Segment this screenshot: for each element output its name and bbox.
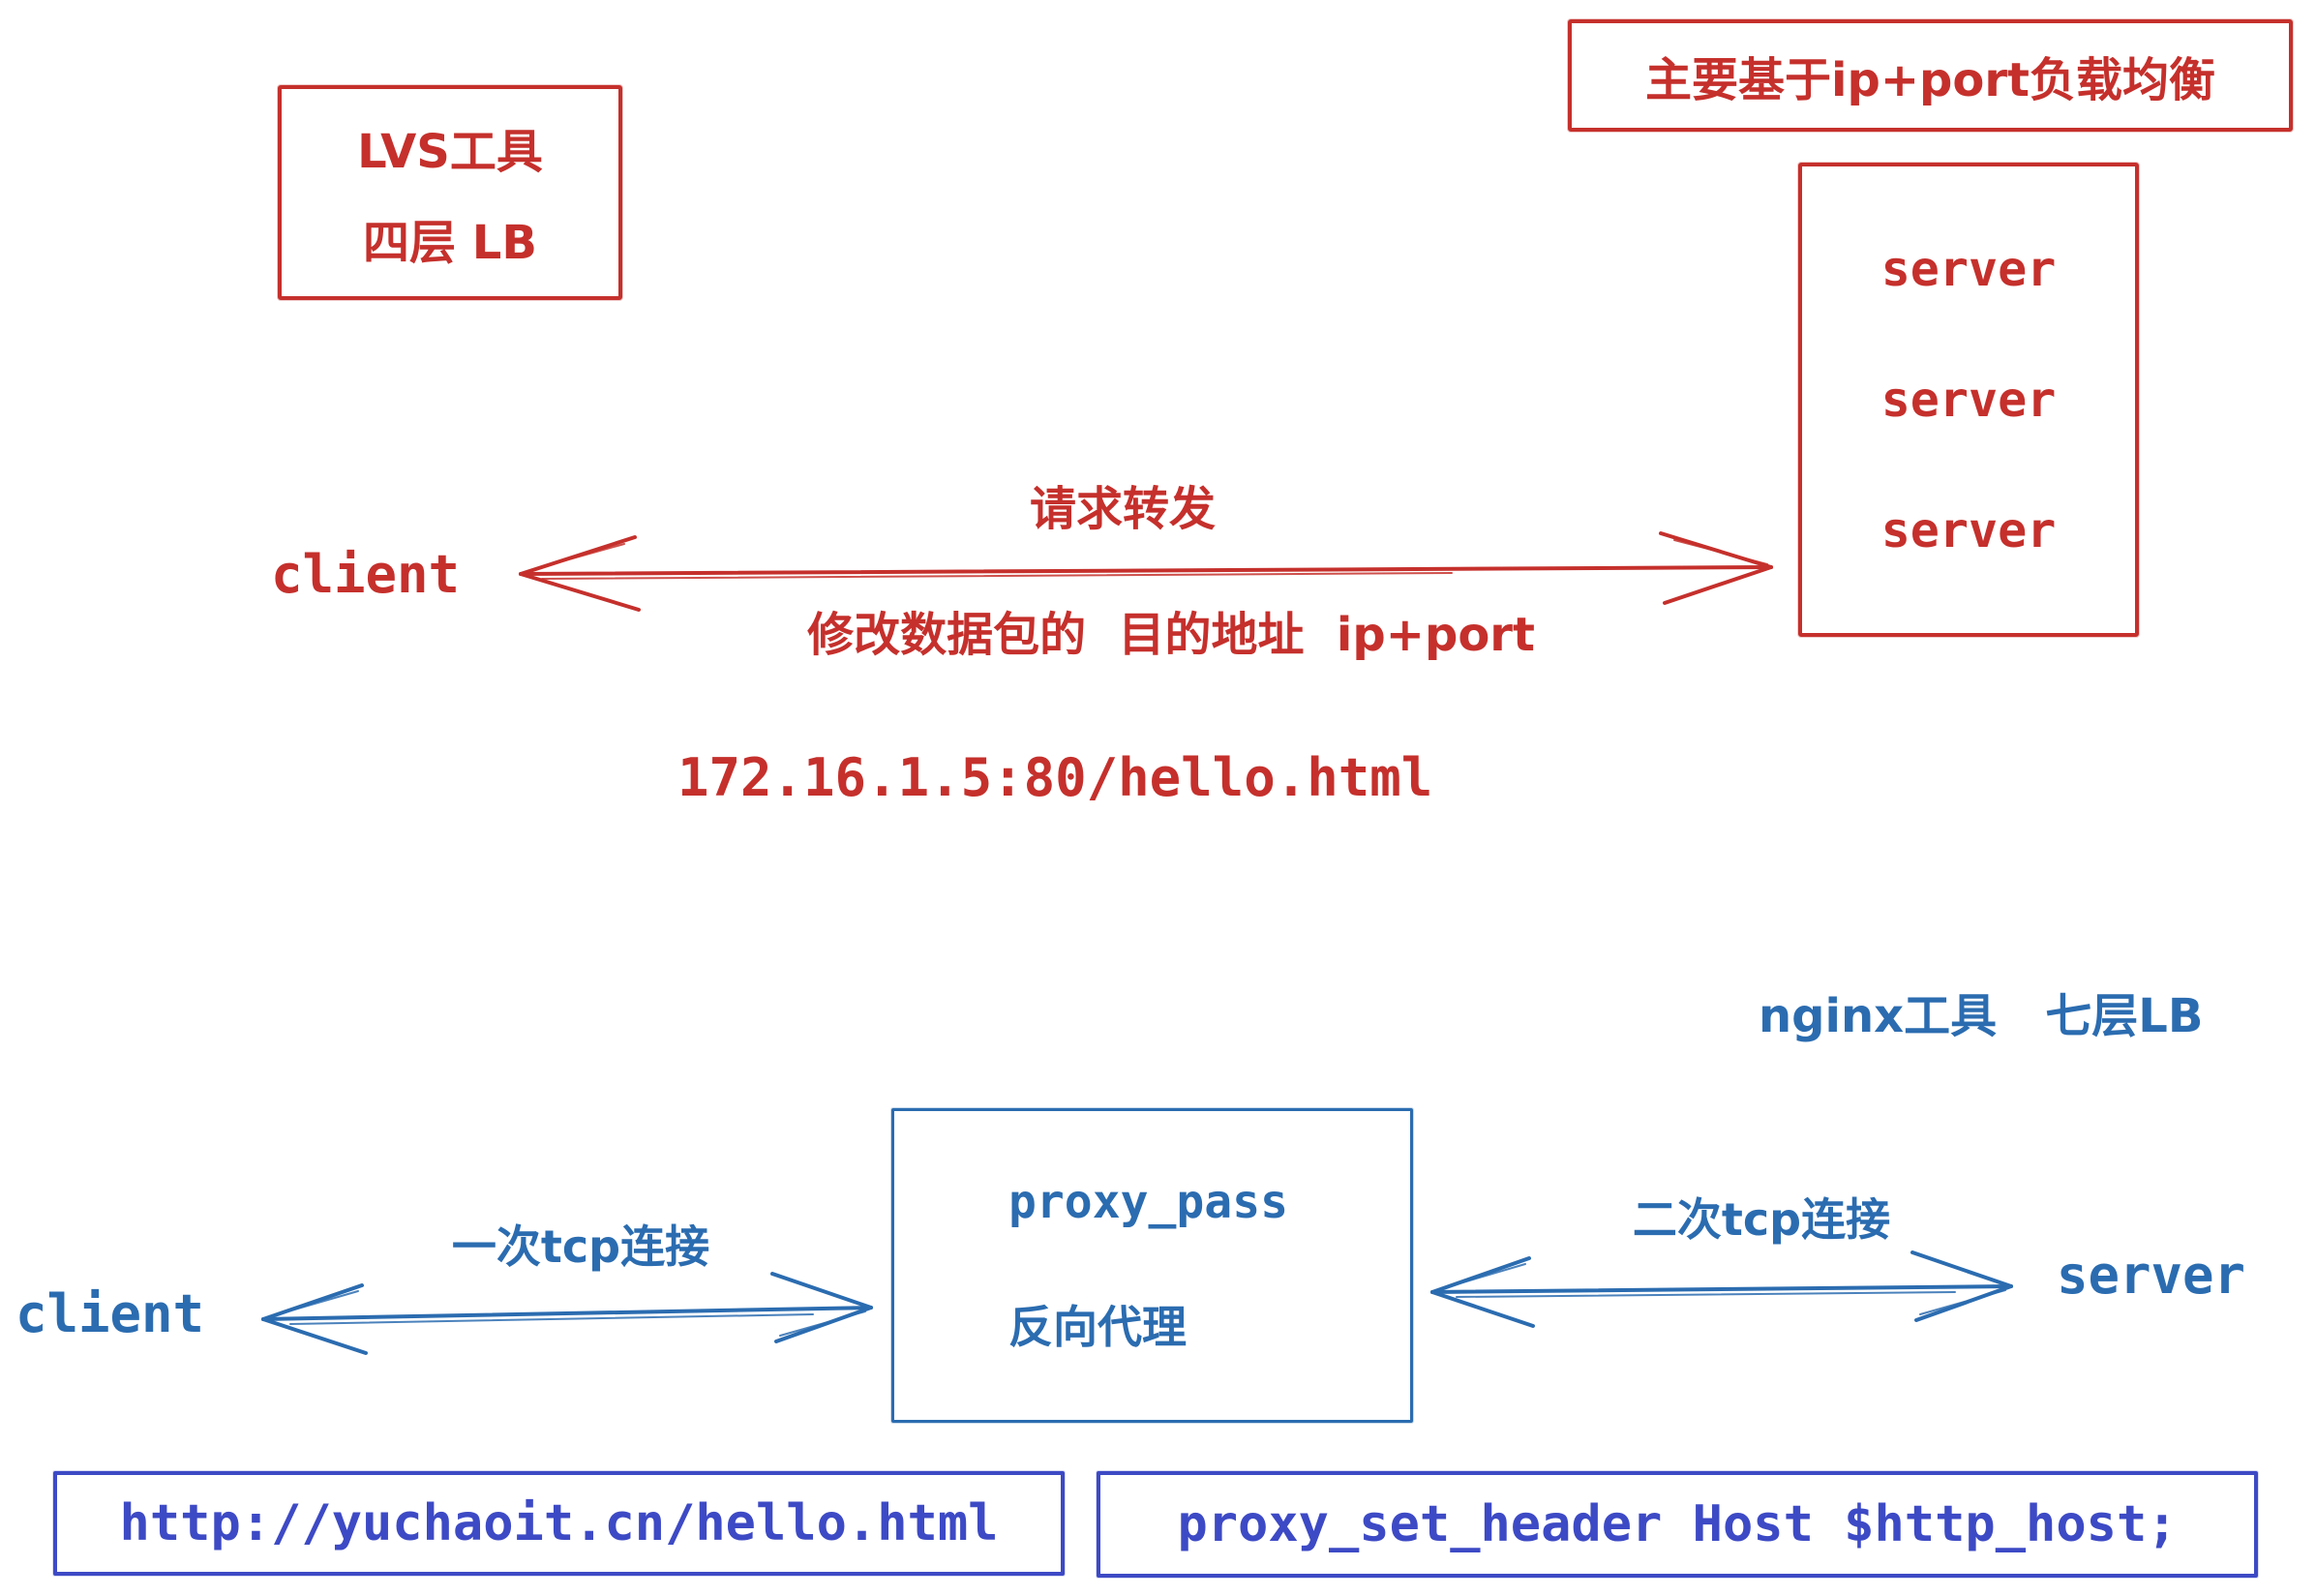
tcp-connection-arrow-2 (1430, 1250, 2013, 1328)
server-label: server (1880, 502, 2057, 558)
lvs-note-label: 主要基于ip+port负载均衡 (1645, 53, 2215, 107)
reverse-proxy-label: 反向代理 (1008, 1301, 1187, 1354)
tcp-connection-1-label: 一次tcp连接 (451, 1220, 710, 1273)
tcp-connection-arrow-1 (261, 1272, 873, 1355)
lvs-note-box: 主要基于ip+port负载均衡 (1568, 19, 2293, 132)
lvs-client-label: client (271, 544, 461, 605)
lvs-tool-label-line2: 四层 LB (363, 216, 537, 271)
server-label: server (1880, 241, 2057, 297)
nginx-title: nginx工具 七层LB (1759, 989, 2204, 1043)
modify-packet-label: 修改数据包的 目的地址 ip+port (807, 608, 1535, 662)
request-forward-label: 请求转发 (1029, 482, 1216, 536)
lvs-tool-label-line1: LVS工具 (357, 124, 543, 179)
proxy-pass-label: proxy_pass (1008, 1174, 1288, 1229)
lvs-request-url: 172.16.1.5:80/hello.html (677, 747, 1433, 808)
nginx-server-label: server (2057, 1245, 2246, 1306)
proxy-pass-box: proxy_pass 反向代理 (891, 1108, 1413, 1423)
proxy-config-box: proxy_set_header Host $http_host; (1097, 1471, 2258, 1578)
server-label: server (1880, 372, 2057, 428)
proxy-config-label: proxy_set_header Host $http_host; (1177, 1495, 2178, 1553)
nginx-client-label: client (15, 1283, 205, 1344)
client-url-label: http://yuchaoit.cn/hello.html (119, 1494, 999, 1552)
lvs-tool-box: LVS工具 四层 LB (278, 85, 622, 300)
client-url-box: http://yuchaoit.cn/hello.html (53, 1471, 1065, 1576)
lvs-server-box: server server server (1798, 163, 2139, 637)
tcp-connection-2-label: 二次tcp连接 (1632, 1193, 1891, 1246)
